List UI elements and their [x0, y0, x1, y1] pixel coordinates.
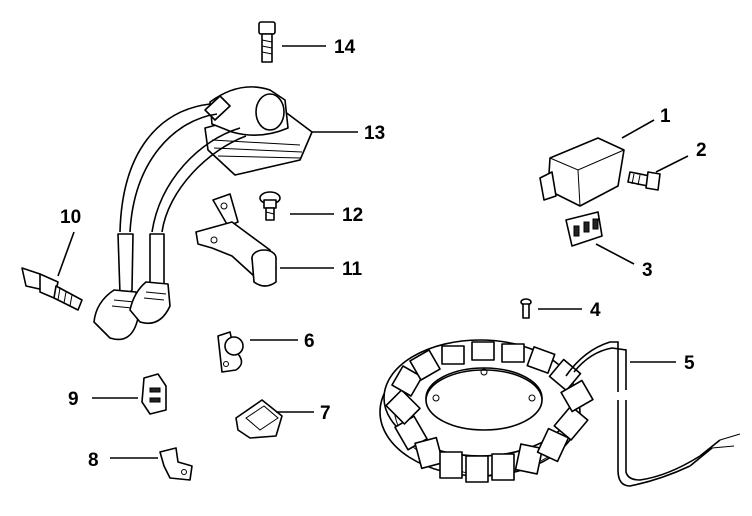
callout-1: 1: [660, 106, 671, 127]
stator-coils: [385, 341, 594, 483]
callout-5: 5: [684, 353, 695, 374]
part-14-bolt: [258, 21, 276, 63]
callout-8: 8: [88, 450, 99, 471]
part-4-screw: [520, 298, 532, 319]
callouts: 14 13 12 11 10 1 2 3 4 5 6 7 9 8: [60, 37, 707, 471]
callout-4: 4: [590, 300, 601, 321]
callout-11: 11: [342, 259, 363, 280]
callout-12: 12: [342, 205, 363, 226]
part-12-bolt: [259, 191, 281, 221]
part-2-screw: [627, 171, 661, 191]
callout-10: 10: [60, 207, 81, 228]
callout-3: 3: [642, 260, 653, 281]
leader-lines: [57, 45, 689, 459]
callout-2: 2: [696, 140, 707, 161]
callout-13: 13: [364, 123, 385, 144]
part-9-grommet: [141, 373, 167, 415]
callout-6: 6: [304, 331, 315, 352]
part-11-bracket: [195, 193, 277, 287]
callout-7: 7: [320, 403, 331, 424]
part-6-clamp: [217, 331, 244, 373]
callout-9: 9: [68, 389, 79, 410]
part-3-terminal-block: [565, 211, 603, 247]
part-5-stator: [379, 339, 741, 487]
part-13-ignition-coil: [93, 86, 313, 341]
callout-14: 14: [334, 37, 356, 58]
part-1-switch-box: [539, 137, 625, 207]
part-10-spark-plug: [21, 267, 83, 311]
part-8-clip: [159, 447, 193, 481]
part-7-retainer: [235, 399, 283, 439]
